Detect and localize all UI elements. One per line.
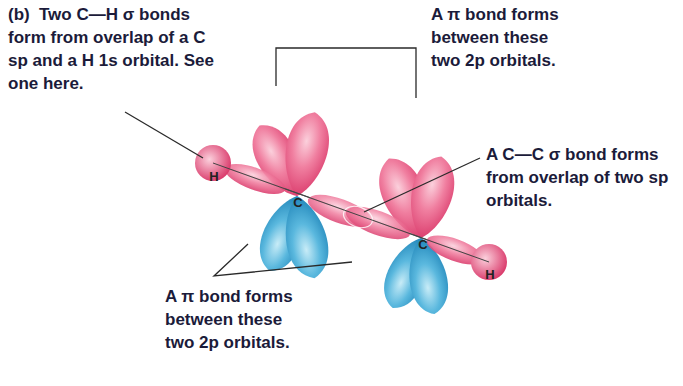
atom-label: C: [416, 238, 430, 252]
sigma-bond-orbitals: [195, 145, 507, 280]
atom-label: H: [207, 170, 221, 184]
atom-label: C: [291, 196, 305, 210]
callout-text: A π bond forms between these two 2p orbi…: [431, 3, 559, 72]
leader-lines: [125, 48, 480, 276]
atom-label: H: [483, 268, 497, 282]
callout-text: A C—C σ bond forms from overlap of two s…: [486, 143, 676, 212]
callout-text: Two C—H σ bonds form from overlap of a C…: [8, 3, 226, 95]
callout-text: A π bond forms between these two 2p orbi…: [165, 285, 315, 354]
